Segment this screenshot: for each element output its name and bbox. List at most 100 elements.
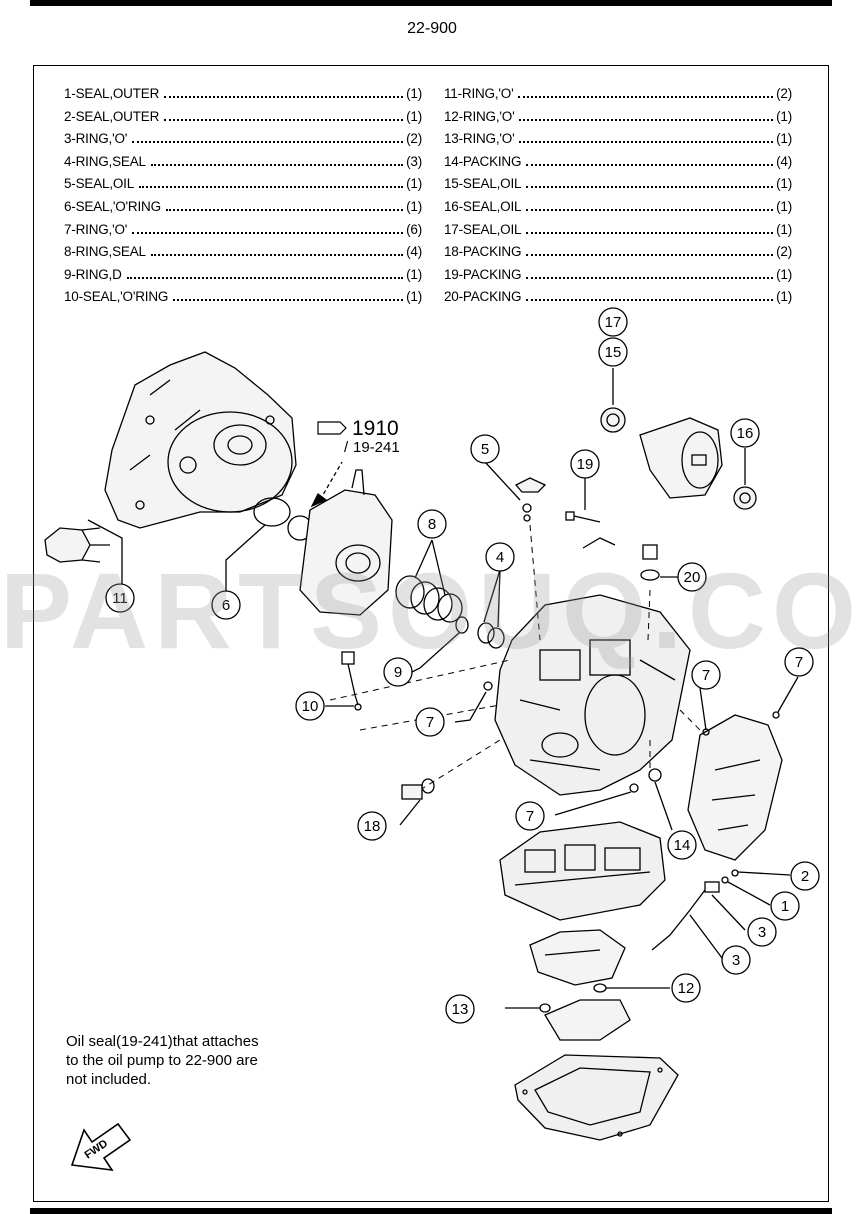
diagram-frame [33, 65, 829, 1202]
svg-text:3: 3 [758, 924, 766, 941]
sensor-5 [484, 461, 547, 522]
list-item[interactable]: 1-SEAL,OUTER(1) [64, 86, 422, 101]
list-item[interactable]: 3-RING,'O'(2) [64, 131, 422, 147]
callout-11[interactable]: 11 [105, 583, 135, 613]
list-item[interactable]: 16-SEAL,OIL(1) [444, 198, 792, 214]
oil-pan [514, 1054, 679, 1141]
seal-ring-4b [487, 627, 505, 649]
svg-text:6: 6 [222, 597, 230, 614]
svg-text:13: 13 [452, 1001, 469, 1018]
d-ring-9 [455, 616, 469, 634]
seal-16 [733, 486, 757, 510]
svg-text:7: 7 [795, 654, 803, 671]
callout-3a[interactable]: 3 [747, 917, 777, 947]
callout-15[interactable]: 15 [598, 337, 628, 367]
list-item[interactable]: 20-PACKING(1) [444, 289, 792, 305]
svg-text:14: 14 [674, 837, 691, 854]
svg-text:1: 1 [781, 898, 789, 915]
svg-text:7: 7 [702, 667, 710, 684]
callout-17[interactable]: 17 [598, 307, 628, 337]
parts-list-left: 1-SEAL,OUTER(1) 2-SEAL,OUTER(1) 3-RING,'… [64, 86, 422, 312]
list-item[interactable]: 2-SEAL,OUTER(1) [64, 108, 422, 124]
svg-text:19: 19 [577, 456, 594, 473]
callout-10[interactable]: 10 [295, 691, 325, 721]
list-item[interactable]: 4-RING,SEAL(3) [64, 153, 422, 169]
reference-label: 1910 / 19-241 [317, 417, 400, 456]
callout-20[interactable]: 20 [677, 562, 707, 592]
callout-7b[interactable]: 7 [784, 647, 814, 677]
callout-9[interactable]: 9 [383, 657, 413, 687]
svg-text:5: 5 [481, 441, 489, 458]
svg-text:12: 12 [678, 980, 695, 997]
reference-slash: / [344, 439, 349, 456]
callout-8[interactable]: 8 [417, 509, 447, 539]
list-item[interactable]: 9-RING,D(1) [64, 266, 422, 282]
list-item[interactable]: 6-SEAL,'O'RING(1) [64, 198, 422, 214]
callout-13[interactable]: 13 [445, 994, 475, 1024]
sensor-part [44, 519, 123, 590]
packing-18 [401, 784, 423, 800]
kit-number: 22-900 [407, 20, 457, 37]
reference-code: 1910 [352, 417, 399, 440]
list-item[interactable]: 15-SEAL,OIL(1) [444, 176, 792, 192]
solenoid-10 [325, 651, 362, 711]
list-item[interactable]: 8-RING,SEAL(4) [64, 244, 422, 260]
packing-19 [565, 475, 616, 549]
list-item[interactable]: 10-SEAL,'O'RING(1) [64, 289, 422, 305]
callout-7d[interactable]: 7 [515, 801, 545, 831]
svg-text:3: 3 [732, 952, 740, 969]
svg-text:17: 17 [605, 314, 622, 331]
svg-text:8: 8 [428, 516, 436, 533]
callout-14[interactable]: 14 [667, 830, 697, 860]
callout-19[interactable]: 19 [570, 449, 600, 479]
side-cover [687, 714, 783, 861]
oil-pump [299, 469, 393, 616]
callout-3b[interactable]: 3 [721, 945, 751, 975]
o-ring-6a [253, 497, 291, 527]
parts-list-right: 11-RING,'O'(2) 12-RING,'O'(1) 13-RING,'O… [444, 86, 792, 312]
svg-text:2: 2 [801, 868, 809, 885]
reference-sub: 19-241 [353, 439, 400, 456]
callout-6[interactable]: 6 [211, 590, 241, 620]
valve-body [499, 821, 666, 921]
callout-2[interactable]: 2 [790, 861, 820, 891]
callout-4[interactable]: 4 [485, 542, 515, 572]
callout-5[interactable]: 5 [470, 434, 500, 464]
svg-text:11: 11 [112, 590, 128, 607]
callout-12[interactable]: 12 [671, 973, 701, 1003]
list-item[interactable]: 14-PACKING(4) [444, 153, 792, 169]
list-item[interactable]: 7-RING,'O'(6) [64, 221, 422, 237]
note-text: Oil seal(19-241)that attaches to the oil… [66, 1033, 259, 1088]
seal-15 [600, 407, 626, 433]
list-item[interactable]: 19-PACKING(1) [444, 266, 792, 282]
transmission-body [494, 594, 691, 796]
callout-7c[interactable]: 7 [415, 707, 445, 737]
top-rule [30, 0, 832, 6]
svg-text:20: 20 [684, 569, 701, 586]
svg-text:9: 9 [394, 664, 402, 681]
seal-rings-8 [395, 575, 463, 623]
plug-20 [640, 544, 678, 581]
list-item[interactable]: 18-PACKING(2) [444, 244, 792, 260]
list-item[interactable]: 17-SEAL,OIL(1) [444, 221, 792, 237]
callout-1[interactable]: 1 [770, 891, 800, 921]
bottom-rule [30, 1208, 832, 1214]
svg-text:15: 15 [605, 344, 622, 361]
list-item[interactable]: 11-RING,'O'(2) [444, 86, 792, 101]
list-item[interactable]: 12-RING,'O'(1) [444, 108, 792, 124]
callout-18[interactable]: 18 [357, 811, 387, 841]
callout-16[interactable]: 16 [730, 418, 760, 448]
callout-7a[interactable]: 7 [691, 660, 721, 690]
svg-text:16: 16 [737, 425, 754, 442]
list-item[interactable]: 13-RING,'O'(1) [444, 131, 792, 147]
svg-text:7: 7 [526, 808, 534, 825]
sensor-wire [651, 869, 791, 959]
fwd-arrow-icon: FWD [70, 1122, 132, 1172]
transaxle-case [104, 351, 297, 529]
watermark: PARTSOUQ.COM [0, 550, 864, 671]
hand-pointer-icon [317, 421, 347, 435]
bracket [529, 929, 626, 986]
svg-text:18: 18 [364, 818, 381, 835]
list-item[interactable]: 5-SEAL,OIL(1) [64, 176, 422, 192]
